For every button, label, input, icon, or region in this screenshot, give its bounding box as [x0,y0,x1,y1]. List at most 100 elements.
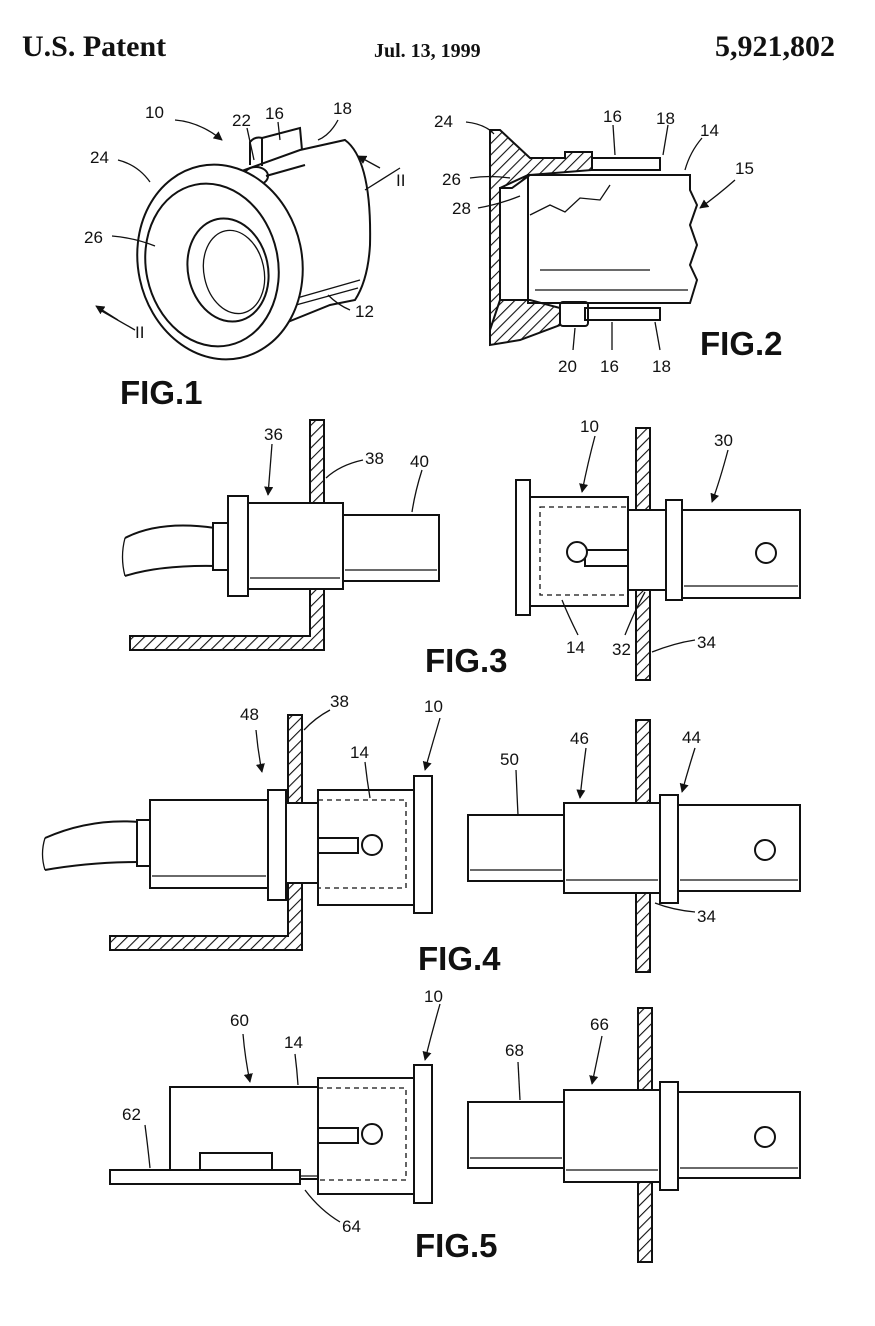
fig1-section-arrow [95,305,119,321]
fig1-shade-line [289,279,361,301]
fig3-panel-38 [129,419,325,651]
fig1-section-arrow [357,155,381,169]
fig3-ref-14: 14 [566,638,585,657]
fig4-cable [44,861,141,871]
fig1-ref-18: 18 [333,99,352,118]
fig4-receptacle-hole [754,839,776,861]
fig2-ref-18: 18 [656,109,675,128]
fig4-ref-10: 10 [424,697,443,716]
fig4-cable-end [41,837,46,871]
figure-2: 24 16 18 14 15 26 28 20 16 18 FIG.2 [434,107,783,376]
fig2-leader-15 [699,179,736,209]
fig4-leader-34 [654,902,696,913]
fig4-neck [285,802,319,884]
fig4-adapter-flange [413,775,433,914]
fig2-ref-14: 14 [700,121,719,140]
fig5-ref-10: 10 [424,987,443,1006]
fig1-leader-22 [246,127,255,161]
fig1-ref-22: 22 [232,111,251,130]
fig4-leader-46 [576,747,587,799]
fig4-body-48 [149,799,269,889]
fig4-body-46 [563,802,661,894]
fig2-leader-18 [662,124,669,156]
fig1-ref-16: 16 [265,104,284,123]
fig4-label: FIG.4 [418,940,501,977]
figure-5: 10 60 14 66 68 62 64 FIG.5 [109,987,801,1264]
fig5-leader-14 [294,1053,299,1086]
fig3-leader-36 [264,443,274,496]
fig2-break-line [529,184,611,216]
fig5-label: FIG.5 [415,1227,498,1264]
fig5-pin [361,1123,383,1145]
fig3-ref-36: 36 [264,425,283,444]
fig5-board-62 [109,1169,301,1185]
fig2-ref-16b: 16 [600,357,619,376]
fig1-leader-12 [327,294,351,311]
fig4-pin [361,834,383,856]
fig1-bore-inner [202,229,266,315]
fig4-leader-14 [364,761,371,799]
fig3-cable [124,564,216,577]
fig3-leader-10 [579,435,596,493]
fig2-leader-24 [465,121,495,135]
fig2-leader-18b [654,321,661,351]
fig4-leader-38 [303,709,331,731]
fig1-ref-24: 24 [90,148,109,167]
fig3-receptacle-32 [627,509,667,591]
fig2-leader-20 [572,327,576,351]
fig2-body-15 [527,174,699,304]
fig2-edge [499,174,529,189]
fig1-section-mark: II [135,323,144,342]
figure-1: 10 22 16 18 24 26 12 II II FIG.1 [84,99,405,411]
fig1-section-mark: II [396,171,405,190]
fig1-leader-24 [117,159,151,183]
fig4-ref-50: 50 [500,750,519,769]
fig2-ref-18b: 18 [652,357,671,376]
fig5-flange-66 [659,1081,679,1191]
fig4-leader-50 [515,769,519,816]
fig5-plug-68 [467,1101,565,1169]
fig1-ref-26: 26 [84,228,103,247]
fig2-ref-16: 16 [603,107,622,126]
fig4-cable-boot [136,819,152,867]
fig4-panel-38 [109,714,303,951]
fig3-flange-36 [227,495,249,597]
fig5-leader-10 [422,1003,441,1061]
fig3-leader-38 [325,459,364,479]
fig4-ref-46: 46 [570,729,589,748]
fig1-slot-line [265,164,306,177]
fig2-sleeve-16-lower [584,307,661,321]
fig5-ref-68: 68 [505,1041,524,1060]
fig3-leader-34 [651,639,696,653]
fig3-ref-30: 30 [714,431,733,450]
fig5-mount-block [199,1152,273,1172]
figure-3: 36 38 40 10 30 14 32 34 FIG.3 [121,417,801,681]
fig2-ref-26: 26 [442,170,461,189]
fig3-ref-38: 38 [365,449,384,468]
fig2-label: FIG.2 [700,325,783,362]
fig1-flange-24 [136,163,304,361]
fig3-ref-10: 10 [580,417,599,436]
fig4-leader-44 [679,747,696,793]
fig4-ref-44: 44 [682,728,701,747]
figure-4: 48 38 10 14 46 44 50 34 FIG.4 [41,692,801,977]
fig2-ref-20: 20 [558,357,577,376]
fig1-leader-18 [317,119,339,141]
fig1-slot-edge [261,126,303,151]
fig1-flange-face-26 [144,182,280,348]
fig3-label: FIG.3 [425,642,508,679]
fig4-sleeve-14-hidden [317,799,407,889]
fig1-leader-26 [111,235,156,247]
fig4-cable [44,820,141,839]
fig2-ref-24: 24 [434,112,453,131]
fig3-leader-30 [710,449,729,503]
fig4-leader-48 [255,729,265,773]
fig4-flange-44 [659,794,679,904]
fig3-cable-end [121,537,126,577]
fig3-pin [566,541,588,563]
fig4-flange-48 [267,789,287,901]
fig1-leader-16 [277,121,281,141]
fig4-ref-14: 14 [350,743,369,762]
fig1-bore [186,217,270,323]
